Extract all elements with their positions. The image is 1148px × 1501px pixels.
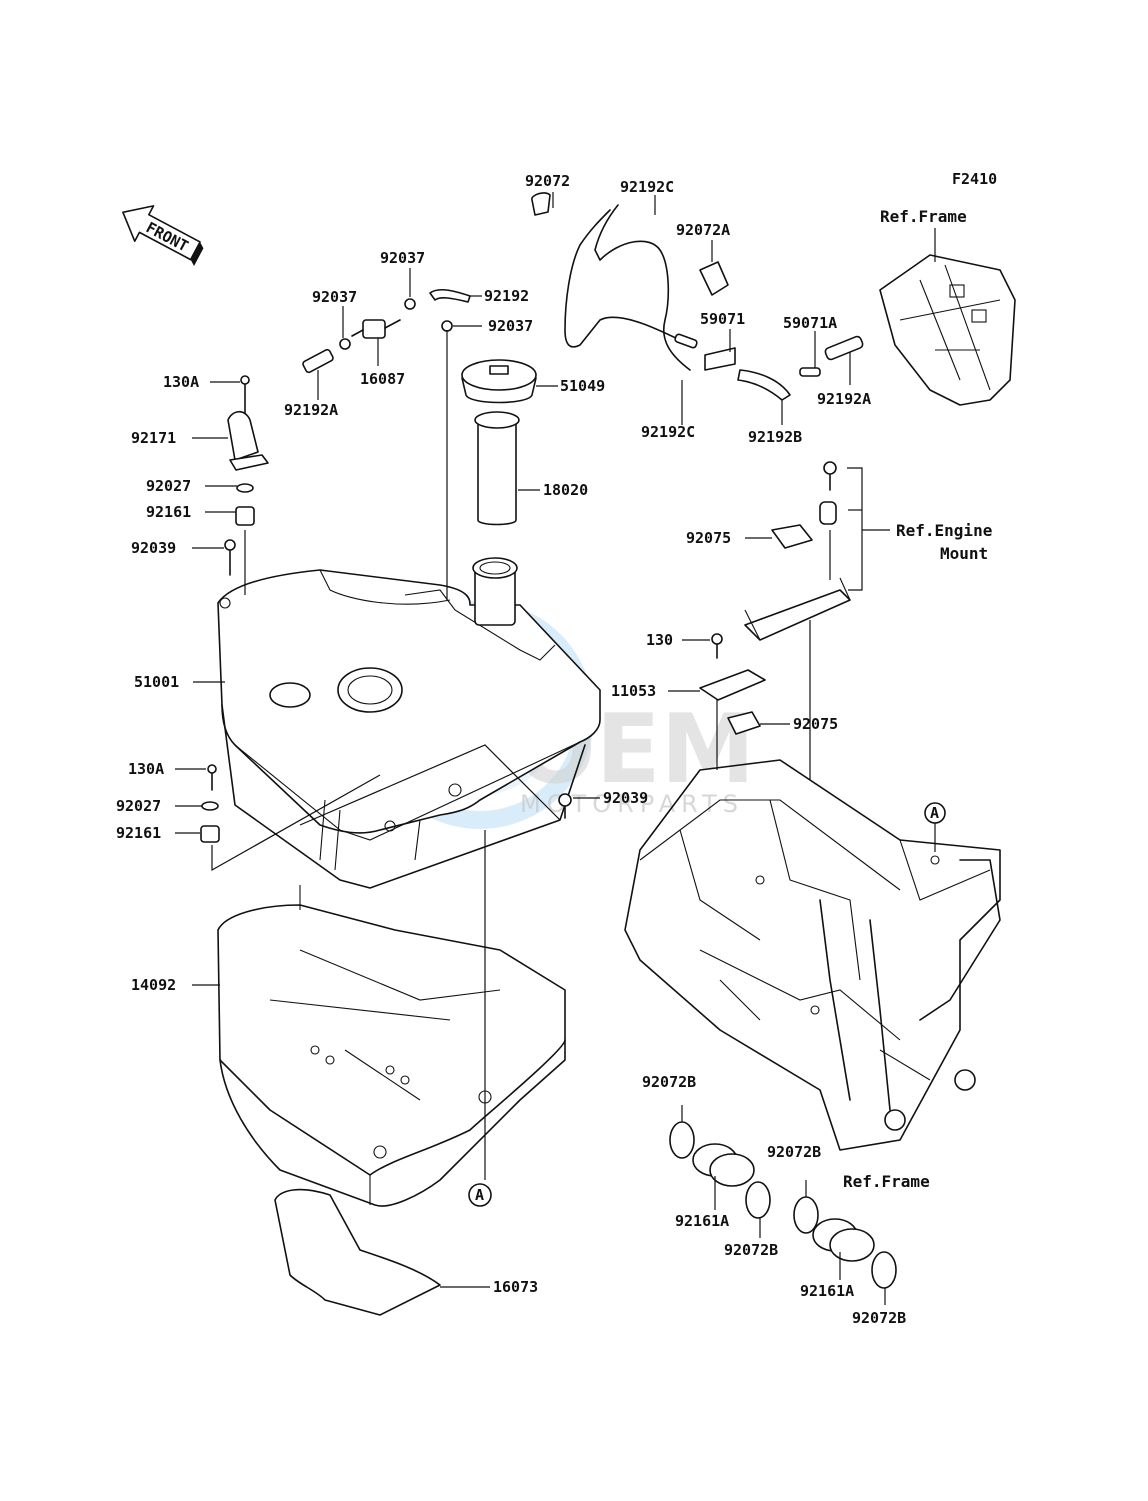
- marker-a-tray: A: [468, 1183, 492, 1207]
- label-130a-top: 130A: [163, 373, 199, 391]
- label-92072: 92072: [525, 172, 570, 190]
- label-92037-c: 92037: [488, 317, 533, 335]
- hoses: [531, 192, 864, 401]
- ref-engine-mount-line2: Mount: [940, 544, 988, 563]
- label-18020: 18020: [543, 481, 588, 499]
- label-92161a-b: 92161A: [800, 1282, 854, 1300]
- label-92171: 92171: [131, 429, 176, 447]
- label-92192b: 92192B: [748, 428, 802, 446]
- part-labels: 92072 92192C 92072A 92037 92037 92192 92…: [116, 172, 992, 1327]
- ref-frame-top: Ref.Frame: [880, 207, 967, 226]
- bracket-parts: [699, 633, 766, 770]
- label-92039-right: 92039: [603, 789, 648, 807]
- label-14092: 14092: [131, 976, 176, 994]
- label-92072b-d: 92072B: [852, 1309, 906, 1327]
- label-92072b-a: 92072B: [642, 1073, 696, 1091]
- label-92027-top: 92027: [146, 477, 191, 495]
- label-92072a: 92072A: [676, 221, 730, 239]
- label-51049: 51049: [560, 377, 605, 395]
- fuel-cap: [461, 359, 537, 404]
- label-16073: 16073: [493, 1278, 538, 1296]
- label-59071a: 59071A: [783, 314, 837, 332]
- filler-tube: [474, 411, 520, 526]
- label-92027-bottom: 92027: [116, 797, 161, 815]
- front-arrow-icon: FRONT: [122, 205, 204, 266]
- marker-a-frame-label: A: [930, 804, 939, 822]
- ref-engine-mount-line1: Ref.Engine: [896, 521, 992, 540]
- tank-tray: [217, 830, 566, 1207]
- label-92161a-a: 92161A: [675, 1212, 729, 1230]
- label-130a-bottom: 130A: [128, 760, 164, 778]
- label-92192a-right: 92192A: [817, 390, 871, 408]
- ref-frame-upper: [879, 228, 1016, 406]
- ref-frame-lower: [624, 759, 1001, 1151]
- ref-frame-bottom: Ref.Frame: [843, 1172, 930, 1191]
- engine-mount-parts: [744, 461, 890, 780]
- marker-a-frame: A: [924, 802, 946, 852]
- lower-left-mount-parts: [200, 744, 572, 872]
- label-92075-bottom: 92075: [793, 715, 838, 733]
- label-92192: 92192: [484, 287, 529, 305]
- fuel-tank: [217, 557, 601, 889]
- label-92161-top: 92161: [146, 503, 191, 521]
- label-51001: 51001: [134, 673, 179, 691]
- label-130: 130: [646, 631, 673, 649]
- label-92039-left: 92039: [131, 539, 176, 557]
- breather-parts: [302, 288, 471, 600]
- label-92037-a: 92037: [380, 249, 425, 267]
- label-11053: 11053: [611, 682, 656, 700]
- frame-dampers: [669, 1105, 897, 1305]
- label-92161-bottom: 92161: [116, 824, 161, 842]
- label-92192a-left: 92192A: [284, 401, 338, 419]
- label-59071: 59071: [700, 310, 745, 328]
- marker-a-tray-label: A: [475, 1186, 484, 1204]
- label-92075-top: 92075: [686, 529, 731, 547]
- leader-lines: [175, 192, 851, 986]
- label-92037-b: 92037: [312, 288, 357, 306]
- label-92072b-b: 92072B: [767, 1143, 821, 1161]
- tank-pad: [274, 1188, 490, 1316]
- label-92192c-bottom: 92192C: [641, 423, 695, 441]
- diagram-code: F2410: [952, 170, 997, 188]
- label-92192c-top: 92192C: [620, 178, 674, 196]
- label-16087: 16087: [360, 370, 405, 388]
- left-mount-parts: [224, 375, 269, 595]
- label-92072b-c: 92072B: [724, 1241, 778, 1259]
